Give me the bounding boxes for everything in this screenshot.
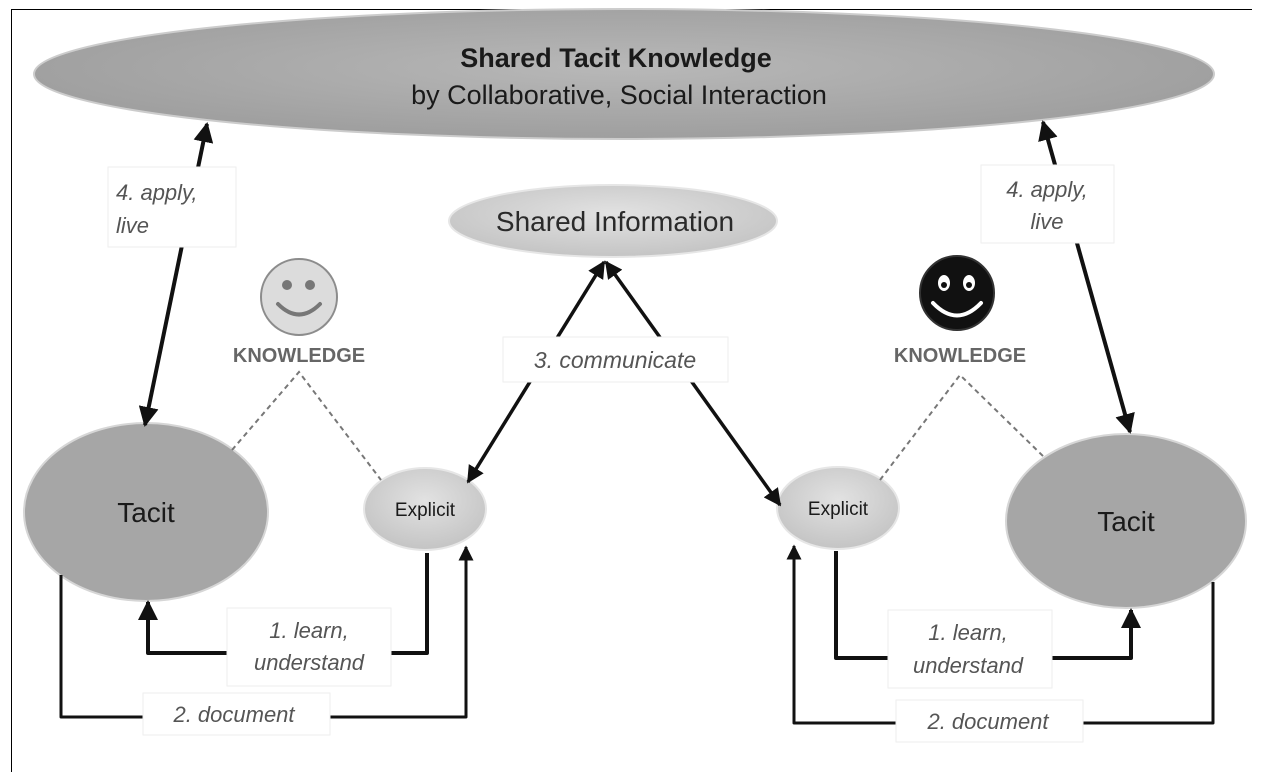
left-apply-label-line1: 4. apply, <box>116 180 198 205</box>
shared-tacit-title: Shared Tacit Knowledge <box>460 43 772 73</box>
left-learn-label-box <box>226 607 392 687</box>
right-learn-label-box <box>887 609 1053 689</box>
right-tacit-label: Tacit <box>1097 506 1155 537</box>
communicate-label-box <box>502 336 729 383</box>
right-document-label-box <box>895 699 1084 743</box>
left-apply-label-line2: live <box>116 213 149 238</box>
shared-information-label: Shared Information <box>496 206 734 237</box>
frame-left-border <box>11 9 12 772</box>
shared-information-ellipse <box>448 184 778 258</box>
left-document-label-box <box>142 692 331 736</box>
right-document-label: 2. document <box>926 709 1049 734</box>
right-knowledge-dashed-line <box>879 373 1046 481</box>
left-explicit-ellipse <box>363 467 487 551</box>
smiley-dark-icon <box>919 255 995 331</box>
right-knowledge-label: KNOWLEDGE <box>894 345 1026 367</box>
communicate-arrow-right <box>604 260 782 507</box>
right-learn-label-line1: 1. learn, <box>928 620 1008 645</box>
right-apply-label-box <box>980 164 1115 244</box>
right-explicit-ellipse <box>776 466 900 550</box>
right-learn-label-line2: understand <box>913 653 1024 678</box>
right-apply-label-line1: 4. apply, <box>1006 177 1088 202</box>
smiley-light-icon <box>260 258 338 336</box>
left-apply-label-box <box>107 166 237 248</box>
left-knowledge-dashed-line <box>231 370 382 481</box>
left-tacit-label: Tacit <box>117 497 175 528</box>
left-knowledge-label: KNOWLEDGE <box>233 345 365 367</box>
right-apply-label-line2: live <box>1030 209 1063 234</box>
left-learn-label-line2: understand <box>254 650 365 675</box>
right-explicit-label: Explicit <box>808 499 869 520</box>
shared-tacit-subtitle: by Collaborative, Social Interaction <box>411 80 827 110</box>
left-document-label: 2. document <box>172 702 295 727</box>
left-learn-label-line1: 1. learn, <box>269 618 349 643</box>
communicate-label: 3. communicate <box>534 347 696 373</box>
left-explicit-label: Explicit <box>395 500 456 521</box>
shared-tacit-ellipse <box>33 8 1215 140</box>
